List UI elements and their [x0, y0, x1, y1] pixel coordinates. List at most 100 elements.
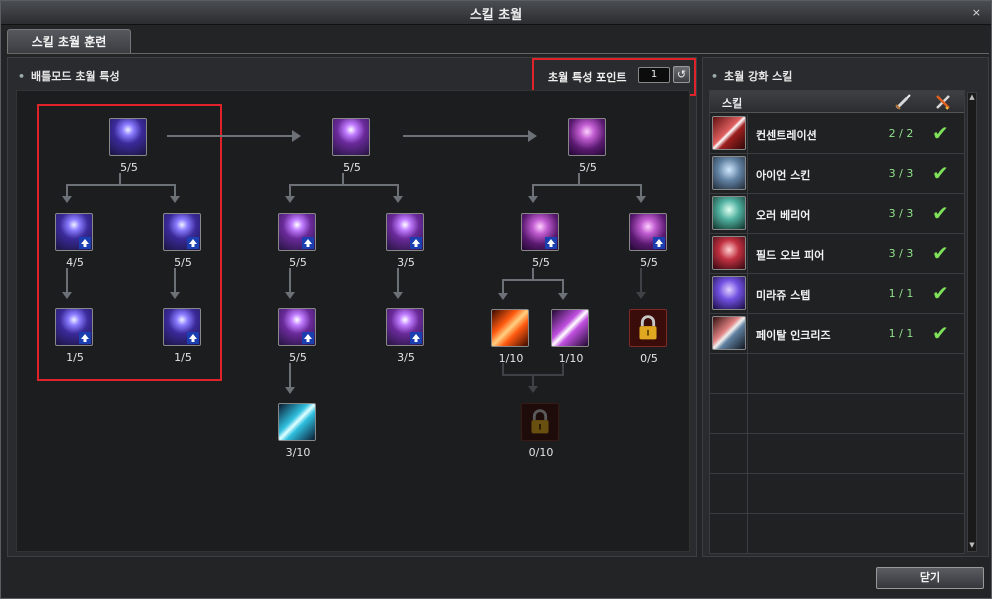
- trait-node-b2[interactable]: [278, 213, 316, 251]
- connector: [289, 363, 291, 389]
- connector: [502, 363, 504, 375]
- tree-highlight: [37, 104, 222, 381]
- trait-node-c1[interactable]: [568, 118, 606, 156]
- scroll-down-icon[interactable]: ▼: [969, 541, 975, 549]
- trait-level: 1/5: [174, 351, 192, 364]
- arrow-down-icon: [558, 293, 568, 300]
- table-row[interactable]: 오러 베리어 3 / 3 ✔: [710, 194, 964, 234]
- skill-table-scrollbar[interactable]: ▲ ▼: [967, 92, 977, 552]
- transcend-traits-panel: •배틀모드 초월 특성 초월 특성 포인트 1 ↺: [7, 57, 697, 557]
- scroll-up-icon[interactable]: ▲: [969, 93, 975, 101]
- arrow-down-icon: [528, 196, 538, 203]
- trait-node-a3[interactable]: [163, 213, 201, 251]
- trait-level: 0/5: [640, 352, 658, 365]
- connector: [397, 268, 399, 294]
- trait-node-c5[interactable]: [551, 309, 589, 347]
- fatal-increase-icon: [712, 316, 746, 350]
- skill-ratio: 3 / 3: [888, 167, 914, 180]
- trait-node-b4[interactable]: [278, 308, 316, 346]
- table-row[interactable]: 미라쥬 스텝 1 / 1 ✔: [710, 274, 964, 314]
- row-icon-cell: [710, 194, 748, 233]
- column-skill: 스킬: [722, 97, 743, 110]
- arrow-down-icon: [285, 292, 295, 299]
- lock-icon: [639, 315, 657, 340]
- mirage-step-icon: [712, 276, 746, 310]
- arrow-down-icon: [528, 386, 538, 393]
- connector: [397, 184, 399, 198]
- table-row[interactable]: 아이언 스킨 3 / 3 ✔: [710, 154, 964, 194]
- trait-node-b5[interactable]: [386, 308, 424, 346]
- arrow-down-icon: [498, 293, 508, 300]
- trait-node-c2[interactable]: [521, 213, 559, 251]
- row-icon-cell: [710, 354, 748, 393]
- trait-node-c6[interactable]: [629, 309, 667, 347]
- trait-node-a1[interactable]: [109, 118, 147, 156]
- arrow-down-icon: [285, 196, 295, 203]
- upgrade-arrow-icon: [653, 237, 665, 249]
- upgrade-arrow-icon: [187, 237, 199, 249]
- crossed-swords-icon: [936, 95, 950, 110]
- arrow-down-icon: [170, 196, 180, 203]
- connector: [532, 374, 534, 388]
- connector: [119, 173, 121, 185]
- connector: [578, 173, 580, 185]
- table-row[interactable]: 컨센트레이션 2 / 2 ✔: [710, 114, 964, 154]
- connector: [562, 279, 564, 295]
- skill-name: 아이언 스킨: [756, 169, 811, 182]
- check-icon: ✔: [932, 121, 949, 145]
- skill-ratio: 1 / 1: [888, 287, 914, 300]
- trait-level: 3/10: [285, 446, 311, 459]
- connector: [403, 135, 528, 137]
- trait-node-a2[interactable]: [55, 213, 93, 251]
- trait-level: 5/5: [289, 351, 307, 364]
- upgrade-arrow-icon: [410, 332, 422, 344]
- trait-node-b3[interactable]: [386, 213, 424, 251]
- upgrade-arrow-icon: [302, 332, 314, 344]
- connector: [562, 363, 564, 375]
- table-row-empty: [710, 394, 964, 434]
- bullet-icon: •: [18, 70, 26, 83]
- trait-node-b1[interactable]: [332, 118, 370, 156]
- table-header: 스킬: [710, 91, 964, 113]
- trait-level: 5/5: [174, 256, 192, 269]
- table-row[interactable]: 필드 오브 피어 3 / 3 ✔: [710, 234, 964, 274]
- connector: [532, 184, 642, 186]
- iron-skin-icon: [712, 156, 746, 190]
- upgrade-arrow-icon: [187, 332, 199, 344]
- enhanced-skills-header: •초월 강화 스킬: [711, 68, 792, 84]
- arrow-down-icon: [62, 196, 72, 203]
- trait-node-c7[interactable]: [521, 403, 559, 441]
- field-of-fear-icon: [712, 236, 746, 270]
- arrow-right-icon: [528, 130, 537, 142]
- connector: [502, 279, 564, 281]
- connector: [532, 184, 534, 198]
- trait-node-a5[interactable]: [163, 308, 201, 346]
- title-bar[interactable]: 스킬 초월 ×: [1, 1, 991, 25]
- enhanced-skills-header-label: 초월 강화 스킬: [724, 70, 793, 83]
- trait-node-c3[interactable]: [629, 213, 667, 251]
- trait-level: 1/5: [66, 351, 84, 364]
- skill-name: 페이탈 인크리즈: [756, 329, 831, 342]
- skill-name: 미라쥬 스텝: [756, 289, 811, 302]
- check-icon: ✔: [932, 321, 949, 345]
- arrow-down-icon: [636, 292, 646, 299]
- tab-skill-transcend-training[interactable]: 스킬 초월 훈련: [7, 29, 131, 54]
- close-icon[interactable]: ×: [971, 6, 981, 19]
- reset-points-button[interactable]: ↺: [673, 66, 690, 83]
- upgrade-arrow-icon: [302, 237, 314, 249]
- trait-node-c4[interactable]: [491, 309, 529, 347]
- trait-node-a4[interactable]: [55, 308, 93, 346]
- connector: [174, 184, 176, 198]
- arrow-right-icon: [292, 130, 301, 142]
- connector: [502, 279, 504, 295]
- table-row-empty: [710, 434, 964, 474]
- skill-name: 오러 베리어: [756, 209, 811, 222]
- check-icon: ✔: [932, 241, 949, 265]
- trait-node-b6[interactable]: [278, 403, 316, 441]
- table-row[interactable]: 페이탈 인크리즈 1 / 1 ✔: [710, 314, 964, 354]
- trait-level: 5/5: [120, 161, 138, 174]
- close-button[interactable]: 닫기: [876, 567, 984, 589]
- upgrade-arrow-icon: [410, 237, 422, 249]
- arrow-down-icon: [393, 196, 403, 203]
- connector: [640, 184, 642, 198]
